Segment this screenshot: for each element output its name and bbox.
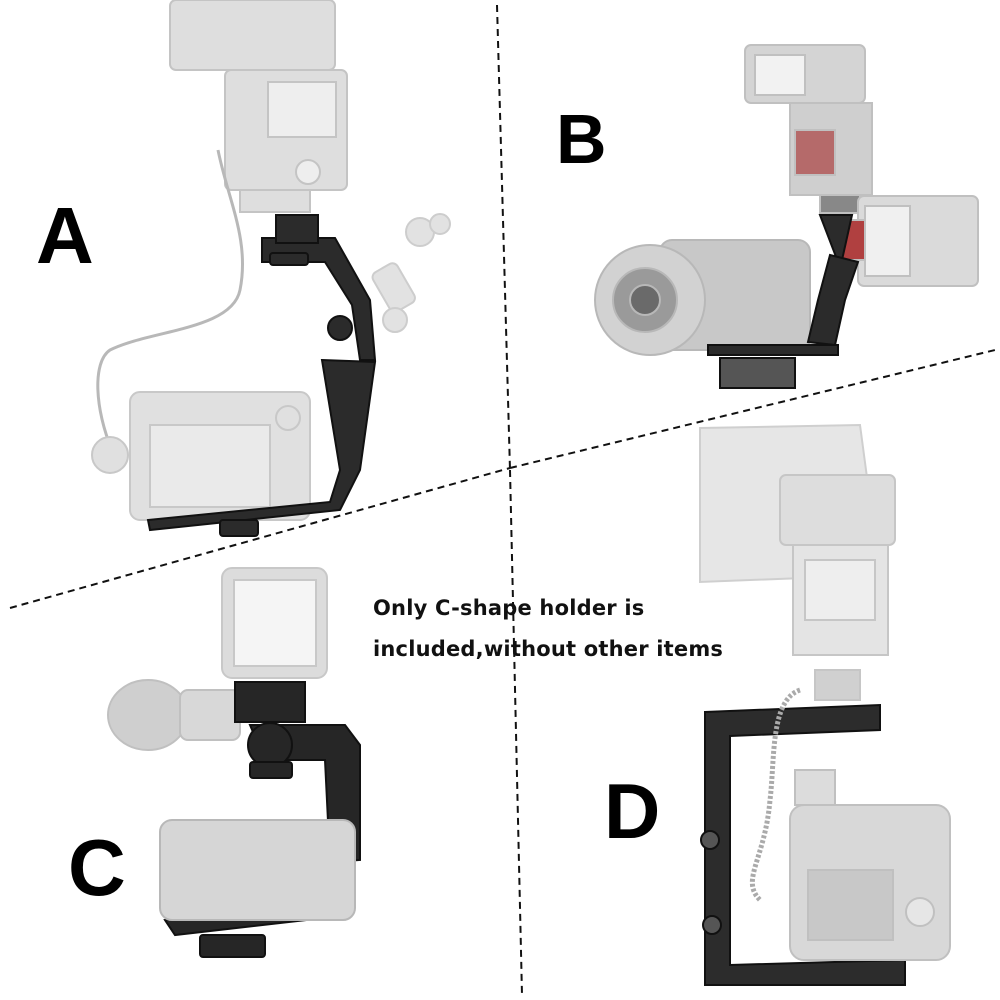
coiled-cable: [749, 687, 802, 902]
magic-arm-faded: [371, 213, 451, 333]
quadrant-d-scene: [699, 423, 951, 986]
c-bracket-a: [146, 214, 377, 537]
dslr-back-faded: [789, 769, 951, 961]
label-b: B: [556, 100, 607, 178]
note-line-1: Only C-shape holder is: [373, 596, 645, 620]
note-line-2: included,without other items: [373, 637, 724, 661]
flash-unit-top-faded: [744, 44, 873, 214]
divider-vertical-top: [496, 4, 511, 471]
speedlite-faded: [779, 474, 896, 701]
smartphone-faded: [159, 819, 356, 921]
divider-horizontal-left: [9, 467, 511, 609]
label-c: C: [68, 823, 126, 912]
quadrant-c-scene: [107, 567, 361, 958]
label-d: D: [604, 767, 661, 855]
microphone-faded: [107, 679, 241, 751]
quadrant-b-scene: [594, 44, 979, 389]
dslr-camera-faded: [594, 239, 811, 356]
flash-unit-faded: [169, 0, 348, 213]
quadrant-a-scene: [91, 0, 451, 537]
flash-unit-side-faded: [839, 195, 979, 287]
sync-cable: [96, 149, 245, 451]
frame-bracket-d: [700, 703, 906, 986]
included-items-note: Only C-shape holder is included,without …: [373, 588, 753, 670]
mirrorless-camera-faded: [91, 391, 311, 521]
divider-vertical-bottom: [509, 469, 523, 996]
led-light-faded: [221, 567, 328, 679]
divider-lines: [9, 4, 996, 996]
l-bracket-b: [707, 214, 860, 389]
label-a: A: [36, 191, 94, 280]
